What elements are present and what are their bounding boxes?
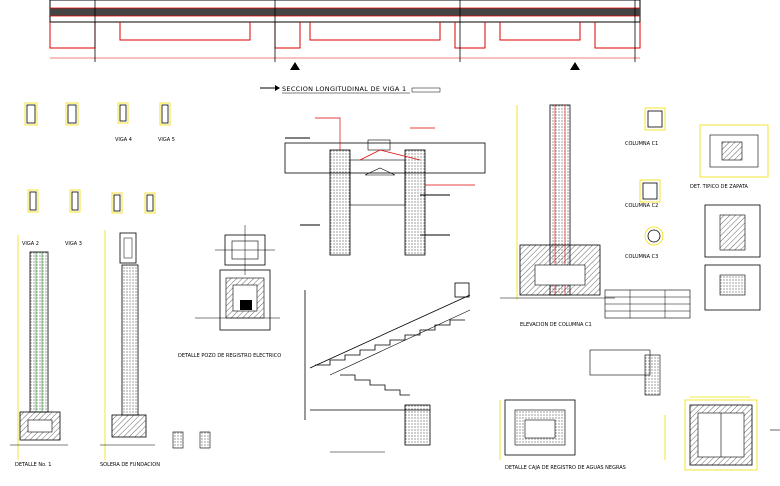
label-columna-c3: COLUMNA C3 <box>625 254 658 260</box>
label-detalle-pozo: DETALLE POZO DE REGISTRO ELECTRICO <box>178 353 281 359</box>
label-detalle-caja: DETALLE CAJA DE REGISTRO DE AGUAS NEGRAS <box>505 465 626 471</box>
schedule-table <box>604 289 691 319</box>
label-det-zapata: DET. TIPICO DE ZAPATA <box>690 184 749 190</box>
registro-plan <box>664 396 780 471</box>
caja-registro-detail: DETALLE CAJA DE REGISTRO DE AGUAS NEGRAS <box>499 349 661 471</box>
label-viga-2: VIGA 2 <box>22 241 39 247</box>
wall-detail-1: DETALLE No. 1 <box>10 235 68 468</box>
beam-longitudinal-section <box>49 0 641 70</box>
typical-footing-detail: DET. TIPICO DE ZAPATA <box>690 124 769 311</box>
beam-sections-small: VIGA 4 VIGA 5 VIGA 2 VIGA 3 <box>22 102 175 247</box>
label-viga-3: VIGA 3 <box>65 241 82 247</box>
label-columna-c2: COLUMNA C2 <box>625 203 658 209</box>
center-footing-section <box>284 117 486 256</box>
label-solera-fundacion: SOLERA DE FUNDACION <box>100 462 160 468</box>
column-sections: COLUMNA C1 COLUMNA C2 COLUMNA C3 <box>625 107 666 260</box>
wall-detail-solera: SOLERA DE FUNDACION <box>100 230 211 468</box>
label-viga-5: VIGA 5 <box>158 137 175 143</box>
stair-section <box>304 282 471 453</box>
label-elevacion-columna: ELEVACION DE COLUMNA C1 <box>520 322 592 328</box>
label-viga-4: VIGA 4 <box>115 137 132 143</box>
label-columna-c1: COLUMNA C1 <box>625 141 658 147</box>
column-elevation: ELEVACION DE COLUMNA C1 <box>500 104 615 328</box>
label-detalle-1: DETALLE No. 1 <box>15 462 52 468</box>
section-title: SECCION LONGITUDINAL DE VIGA 1 <box>282 85 406 93</box>
pozo-registro-detail: DETALLE POZO DE REGISTRO ELECTRICO <box>178 225 281 359</box>
section-title-group: SECCION LONGITUDINAL DE VIGA 1 <box>260 85 441 94</box>
